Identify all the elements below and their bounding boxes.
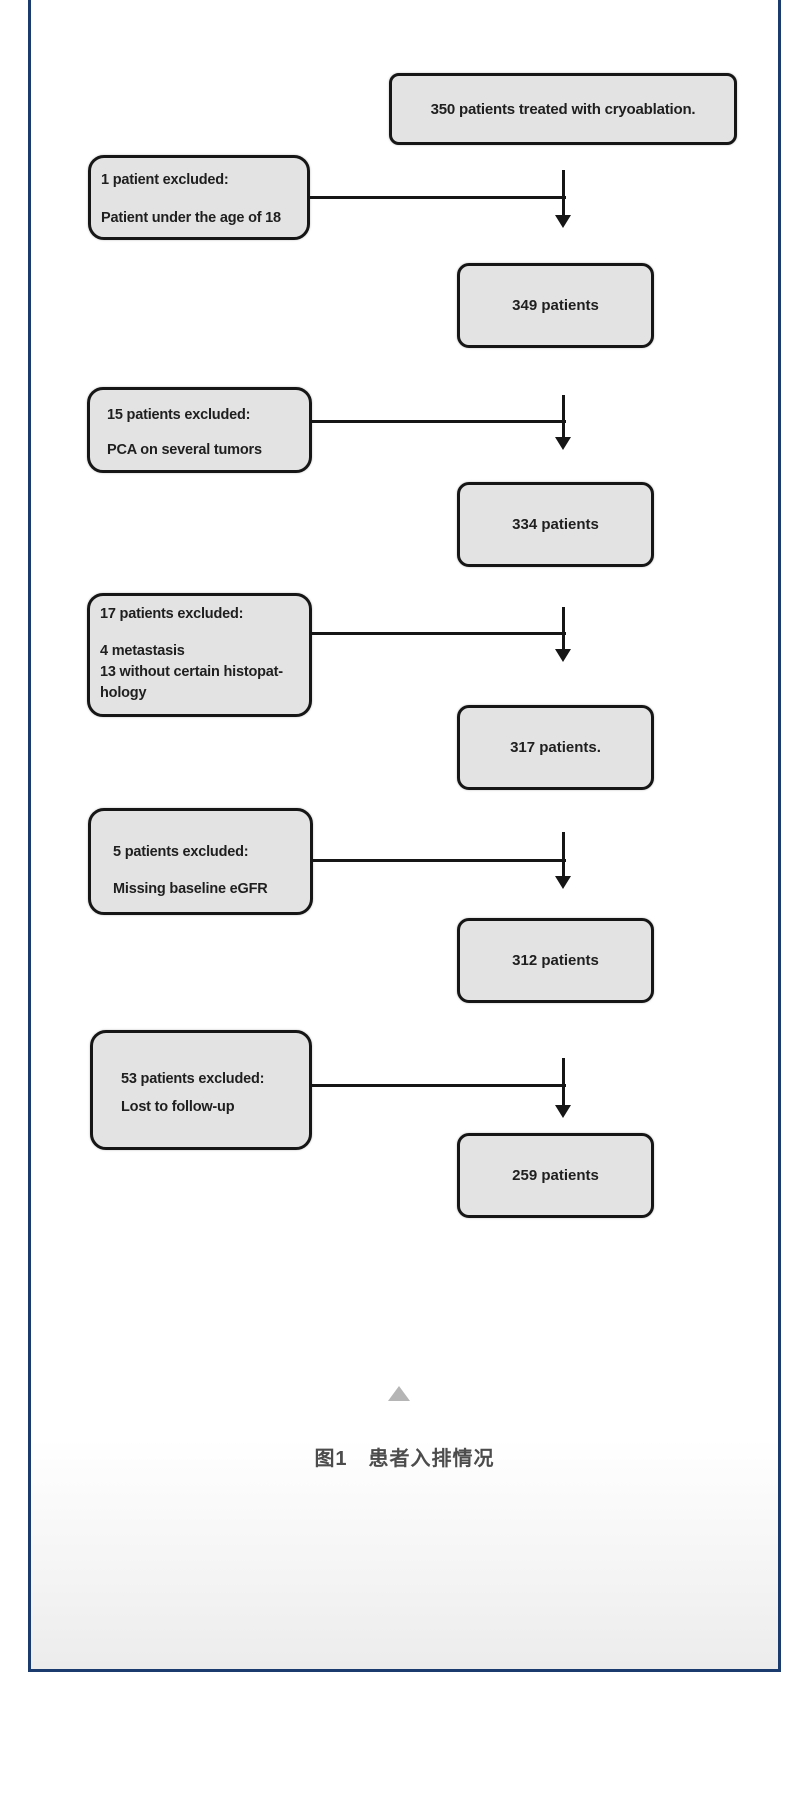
flow-box-result-label: 349 patients: [512, 297, 599, 314]
arrow-down-icon: [555, 649, 571, 662]
exclusion-line: Patient under the age of 18: [101, 210, 281, 226]
exclusion-box-5: 53 patients excluded: Lost to follow-up: [90, 1030, 312, 1150]
exclusion-line: 13 without certain histopat-: [100, 664, 283, 680]
exclusion-line: hology: [100, 685, 147, 701]
connector-line: [311, 632, 566, 635]
connector-line: [562, 395, 565, 438]
exclusion-box-1: 1 patient excluded: Patient under the ag…: [88, 155, 310, 240]
flow-box-total-label: 350 patients treated with cryoablation.: [430, 100, 696, 118]
connector-line: [311, 420, 566, 423]
arrow-down-icon: [555, 876, 571, 889]
flow-box-result-1: 349 patients: [457, 263, 654, 348]
exclusion-box-4: 5 patients excluded: Missing baseline eG…: [88, 808, 313, 915]
collapse-triangle-icon[interactable]: [388, 1386, 410, 1401]
exclusion-line: 5 patients excluded:: [113, 844, 249, 860]
flow-box-result-label: 317 patients.: [510, 739, 601, 756]
flow-box-result-4: 312 patients: [457, 918, 654, 1003]
connector-line: [562, 607, 565, 651]
connector-line: [562, 832, 565, 878]
flow-box-total: 350 patients treated with cryoablation.: [389, 73, 737, 145]
flow-box-result-5: 259 patients: [457, 1133, 654, 1218]
exclusion-box-2: 15 patients excluded: PCA on several tum…: [87, 387, 312, 473]
arrow-down-icon: [555, 1105, 571, 1118]
exclusion-line: 15 patients excluded:: [107, 407, 251, 423]
flow-box-result-label: 312 patients: [512, 952, 599, 969]
figure-caption: 图1 患者入排情况: [314, 1448, 495, 1470]
exclusion-line: 1 patient excluded:: [101, 172, 229, 188]
arrow-down-icon: [555, 437, 571, 450]
exclusion-line: Lost to follow-up: [121, 1099, 235, 1115]
connector-line: [312, 859, 566, 862]
exclusion-line: Missing baseline eGFR: [113, 881, 268, 897]
connector-line: [562, 170, 565, 216]
connector-line: [311, 1084, 566, 1087]
connector-line: [309, 196, 566, 199]
connector-line: [562, 1058, 565, 1107]
exclusion-line: 53 patients excluded:: [121, 1071, 265, 1087]
exclusion-line: 4 metastasis: [100, 643, 185, 659]
flow-box-result-2: 334 patients: [457, 482, 654, 567]
arrow-down-icon: [555, 215, 571, 228]
flow-box-result-3: 317 patients.: [457, 705, 654, 790]
exclusion-line: PCA on several tumors: [107, 442, 262, 458]
exclusion-box-3: 17 patients excluded: 4 metastasis 13 wi…: [87, 593, 312, 717]
exclusion-line: 17 patients excluded:: [100, 606, 244, 622]
panel-bottom-fade: [31, 1439, 778, 1669]
flow-box-result-label: 259 patients: [512, 1167, 599, 1184]
flow-box-result-label: 334 patients: [512, 516, 599, 533]
